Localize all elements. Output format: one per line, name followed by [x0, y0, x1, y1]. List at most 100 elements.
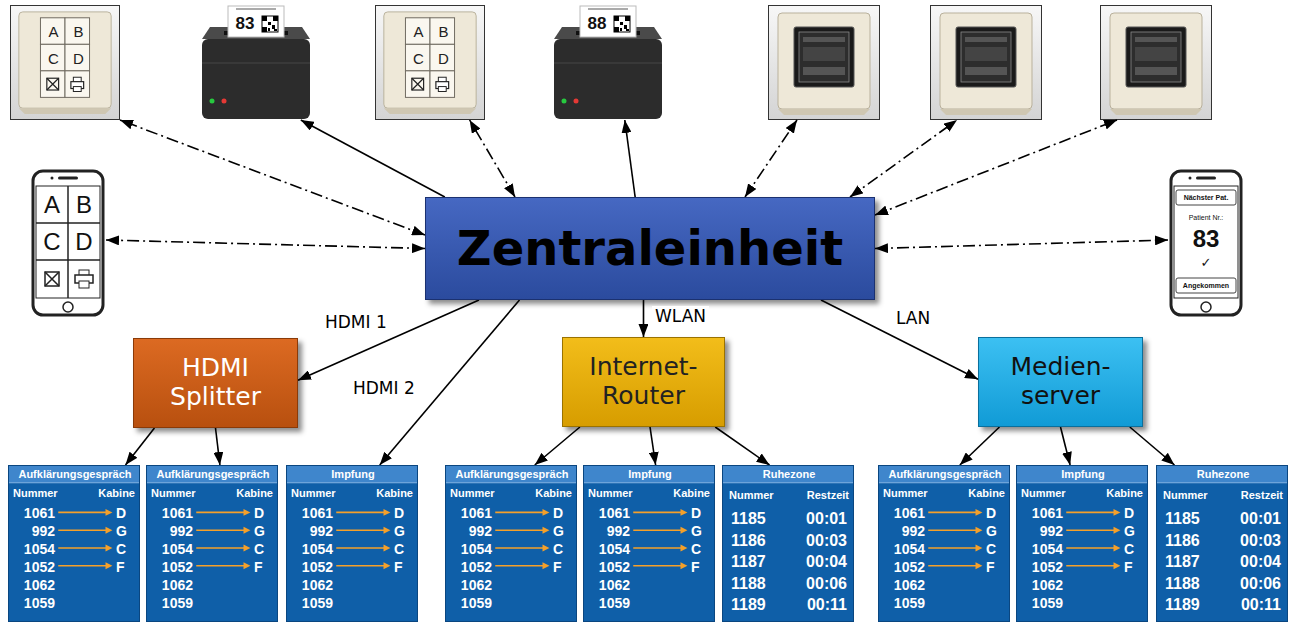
cabin-letter: G	[254, 522, 276, 540]
column-heading: Nummer	[1021, 485, 1081, 501]
column-heading: Kabine	[353, 485, 413, 501]
qr-code	[274, 29, 277, 31]
column-heading: Nummer	[729, 487, 789, 503]
queue-display: ImpfungNummerKabine1061D992G1054C1052F10…	[1016, 465, 1148, 622]
queue-arrow	[336, 547, 384, 549]
cabin-letter: F	[553, 558, 575, 576]
queue-number: 1061	[883, 504, 925, 522]
key-letter: C	[36, 223, 68, 260]
queue-number: 1054	[588, 540, 630, 558]
remaining-time: 00:01	[787, 508, 847, 529]
qr-code	[262, 16, 267, 21]
qr-code	[268, 22, 271, 25]
queue-arrow	[976, 562, 983, 569]
queue-arrow	[633, 547, 681, 549]
queue-number: 1061	[1021, 504, 1063, 522]
print-icon	[438, 87, 446, 92]
device-body	[1110, 13, 1202, 109]
grid-line	[36, 259, 100, 261]
queue-number: 1062	[291, 576, 333, 594]
queue-number: 1052	[450, 558, 492, 576]
queue-arrow	[106, 544, 113, 551]
queue-number: 1052	[13, 558, 55, 576]
touch-screen	[961, 32, 1011, 82]
screen-bezel	[1126, 27, 1186, 87]
app-button	[1176, 278, 1236, 293]
queue-arrow	[495, 565, 543, 567]
qr-code	[620, 22, 623, 25]
remaining-time: 00:01	[1221, 508, 1281, 529]
qr-code	[262, 27, 267, 32]
queue-arrow	[1114, 544, 1121, 551]
connector-arrow	[216, 428, 220, 465]
router-box: Internet- Router	[562, 337, 725, 427]
cancel-icon	[47, 78, 59, 90]
node-graphic	[552, 5, 664, 120]
queue-number: 1062	[450, 576, 492, 594]
wireless-link	[875, 120, 1117, 215]
rest-zone-display: RuhezoneNummerRestzeit118500:01118600:03…	[1156, 465, 1288, 622]
screen-element	[965, 37, 1007, 42]
queue-display: AufklärungsgesprächNummerKabine1061D992G…	[445, 465, 577, 622]
qr-code	[624, 25, 627, 29]
key-letter: D	[68, 223, 100, 260]
cabin-letter: C	[394, 540, 416, 558]
central-unit-label: Zentraleinheit	[426, 221, 874, 276]
key-letter: D	[431, 45, 456, 72]
queue-arrow	[196, 512, 244, 514]
queue-arrow	[384, 562, 391, 569]
screen-element	[1135, 37, 1177, 42]
cabin-letter: C	[553, 540, 575, 558]
cabin-letter: F	[394, 558, 416, 576]
screen-element	[803, 47, 845, 61]
qr-code	[268, 28, 270, 31]
key-button	[40, 18, 65, 45]
queue-arrow	[1066, 529, 1114, 531]
cabin-letter: C	[986, 540, 1008, 558]
queue-number: 1059	[13, 594, 55, 612]
queue-number: 1054	[151, 540, 193, 558]
queue-arrow	[196, 529, 244, 531]
queue-number: 1059	[151, 594, 193, 612]
remaining-time: 00:06	[787, 573, 847, 594]
queue-arrow	[495, 512, 543, 514]
cabin-letter: F	[116, 558, 138, 576]
screen-element	[803, 67, 845, 75]
smartphone-caller: Nächster Pat.Patient Nr.:83✓Angekommen	[1168, 168, 1244, 318]
hub-label: Internet- Router	[563, 353, 724, 411]
cabin-letter: C	[691, 540, 713, 558]
queue-display: AufklärungsgesprächNummerKabine1061D992G…	[878, 465, 1010, 622]
qr-code	[262, 16, 278, 32]
key-letter: C	[41, 45, 66, 72]
connector-arrow	[301, 120, 445, 197]
cabin-letter: C	[1124, 540, 1146, 558]
queue-number: 1052	[1021, 558, 1063, 576]
header-rule	[287, 482, 417, 483]
header-rule	[1017, 482, 1147, 483]
header-rule	[446, 482, 576, 483]
queue-number: 1187	[731, 551, 783, 572]
queue-arrow	[58, 512, 106, 514]
edge-label: HDMI 1	[322, 312, 390, 332]
queue-arrow	[1114, 527, 1121, 534]
ticket-printer: 88	[552, 5, 664, 120]
queue-arrow	[58, 529, 106, 531]
screen-element	[803, 37, 845, 42]
column-heading: Nummer	[1163, 487, 1223, 503]
queue-arrow	[384, 509, 391, 516]
queue-number: 1054	[450, 540, 492, 558]
patient-number: 83	[1174, 225, 1238, 253]
key-letter: A	[406, 18, 431, 45]
phone-speaker	[58, 177, 78, 180]
header-rule	[9, 482, 139, 483]
status-led	[210, 99, 215, 104]
screen-heading: Ruhezone	[1157, 466, 1289, 483]
connector-arrow	[106, 240, 425, 249]
screen-heading: Impfung	[1017, 466, 1149, 483]
connector-arrow	[120, 120, 425, 235]
queue-arrow	[244, 544, 251, 551]
queue-arrow	[336, 512, 384, 514]
screen-element	[965, 47, 1007, 61]
printer-seam	[202, 62, 310, 64]
remaining-time: 00:11	[787, 594, 847, 615]
